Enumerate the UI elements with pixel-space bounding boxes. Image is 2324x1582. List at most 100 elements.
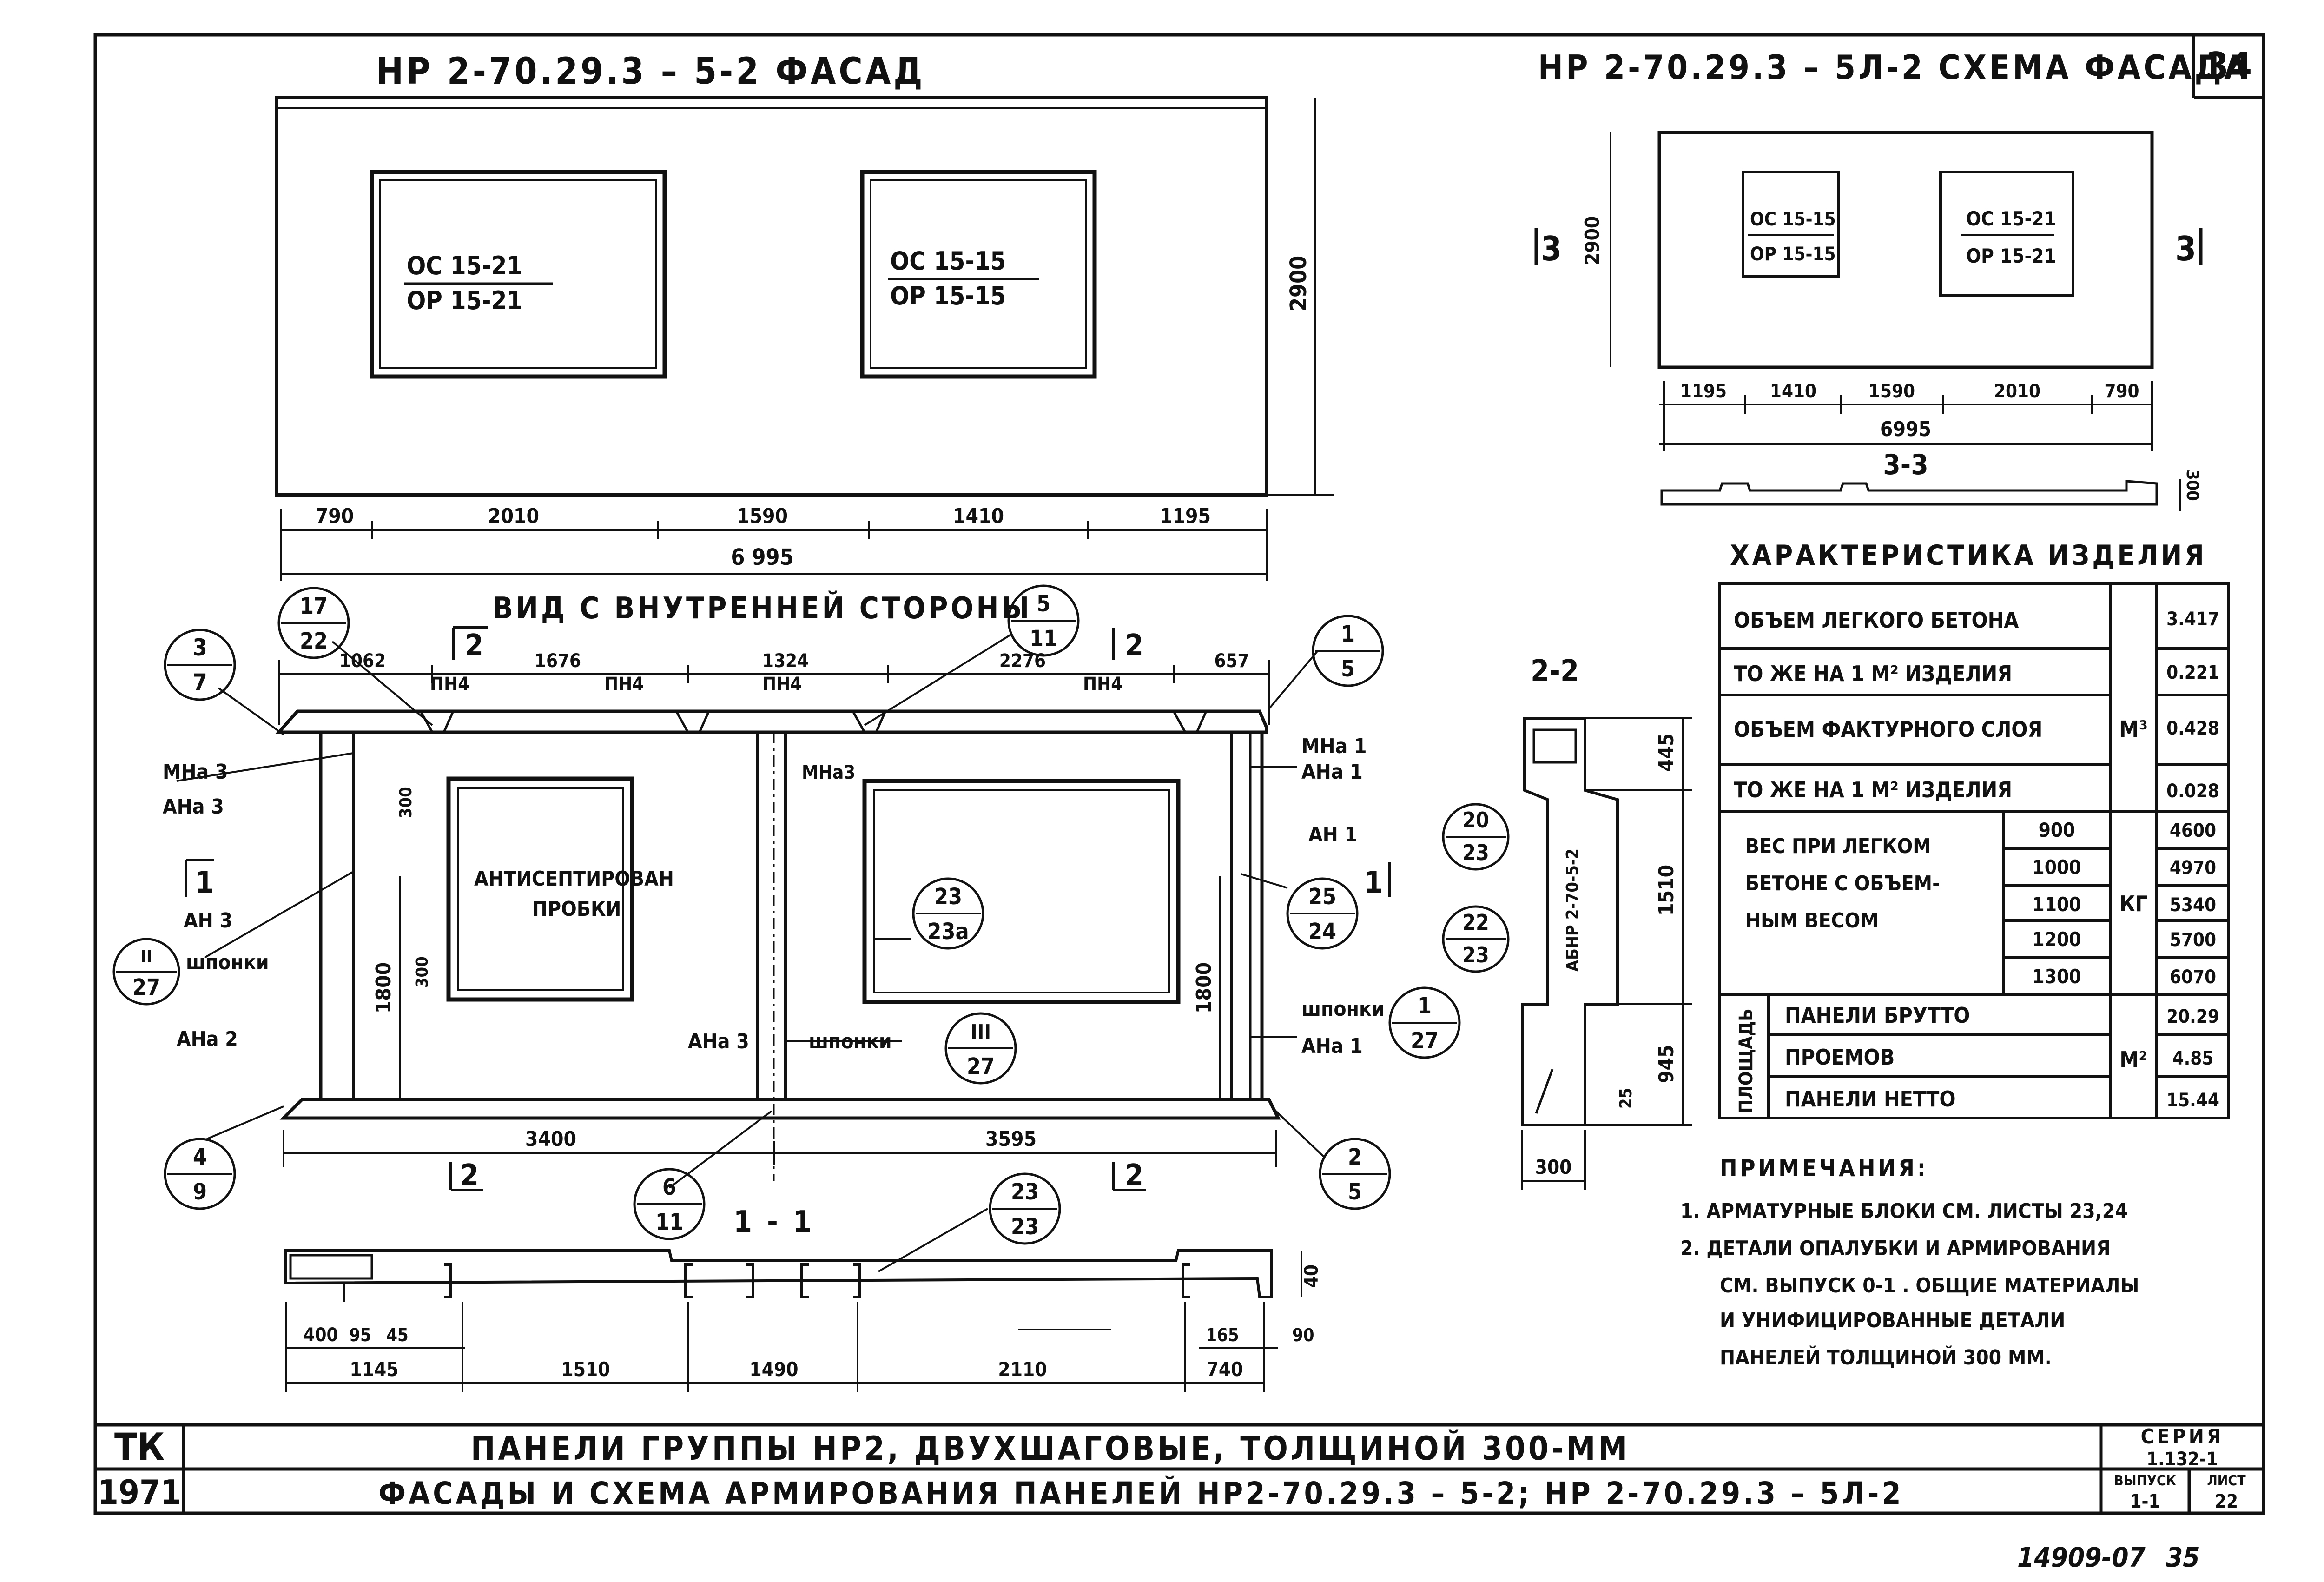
char-weight-900: 4600 xyxy=(2170,820,2216,841)
page-number: 34 xyxy=(2205,45,2252,88)
section-22-title: 2-2 xyxy=(1531,654,1579,688)
callout-6-11: 6 11 xyxy=(633,1168,706,1240)
section-11-bdim-5: 740 xyxy=(1207,1358,1243,1381)
inner-section-mark-2-top-left: 2 xyxy=(465,629,483,663)
label-ana3: АНа 3 xyxy=(163,795,224,819)
handwritten-page: 35 xyxy=(2166,1542,2200,1573)
svg-text:22: 22 xyxy=(300,628,328,654)
label-mna3: МНа 3 xyxy=(163,760,228,784)
facade-dim-1: 790 xyxy=(316,504,354,528)
char-weight-1200: 5700 xyxy=(2170,929,2216,951)
facade-total: 6 995 xyxy=(731,544,793,570)
svg-text:3: 3 xyxy=(192,634,207,661)
section-11-dim-165: 165 xyxy=(1206,1325,1239,1345)
section-11-title: 1 - 1 xyxy=(733,1205,814,1239)
title-block xyxy=(95,1423,2264,1513)
sheet-value: 22 xyxy=(2215,1491,2238,1512)
svg-text:9: 9 xyxy=(193,1179,207,1205)
svg-text:23: 23 xyxy=(1011,1214,1039,1240)
inner-view-title: ВИД С ВНУТРЕННЕЙ СТОРОНЫ xyxy=(493,590,1032,626)
char-weight-label-2: БЕТОНЕ С ОБЪЕМ- xyxy=(1745,872,1940,895)
title-block-line-2: ФАСАДЫ И СХЕМА АРМИРОВАНИЯ ПАНЕЛЕЙ НР2-7… xyxy=(378,1475,1903,1511)
label-shponki-mid: шпонки xyxy=(809,1030,892,1053)
callout-20-23: 20 23 xyxy=(1442,803,1510,871)
inner-small-dim-bottom: 300 xyxy=(413,956,432,988)
char-unit-weight: КГ xyxy=(2119,891,2147,916)
note-2-line-3: И УНИФИЦИРОВАННЫЕ ДЕТАЛИ xyxy=(1720,1309,2065,1332)
issue-label: ВЫПУСК xyxy=(2114,1473,2176,1489)
section-11-bdim-1: 1145 xyxy=(350,1358,398,1381)
char-row-1-label: ОБЪЕМ ЛЕГКОГО БЕТОНА xyxy=(1734,608,2019,633)
section-11-bdim-4: 2110 xyxy=(998,1358,1047,1381)
section-22-block-label: АБНР 2-70-5-2 xyxy=(1563,848,1582,972)
scheme-thickness: 300 xyxy=(2183,470,2202,501)
section-11-profile xyxy=(284,1249,1273,1298)
char-area-label: ПЛОЩАДЬ xyxy=(1736,1008,1757,1113)
svg-text:5: 5 xyxy=(1037,591,1050,617)
callout-23-23: 23 23 xyxy=(989,1172,1061,1245)
svg-text:20: 20 xyxy=(1462,808,1489,833)
char-area-gross-label: ПАНЕЛИ БРУТТО xyxy=(1785,1003,1970,1028)
svg-text:27: 27 xyxy=(1411,1028,1439,1054)
section-22-dim-945: 945 xyxy=(1655,1045,1678,1083)
callout-4-9: 4 9 xyxy=(164,1138,236,1210)
char-area-openings-label: ПРОЕМОВ xyxy=(1785,1045,1895,1070)
char-row-3-label: ОБЪЕМ ФАКТУРНОГО СЛОЯ xyxy=(1734,717,2042,742)
svg-text:23: 23 xyxy=(1462,942,1489,967)
svg-text:23: 23 xyxy=(934,884,962,910)
svg-text:II: II xyxy=(141,947,152,966)
section-11-bdim-2: 1510 xyxy=(561,1358,610,1381)
svg-text:7: 7 xyxy=(192,669,207,696)
label-mna3-mid: МНа3 xyxy=(802,762,855,783)
svg-text:11: 11 xyxy=(655,1209,683,1235)
inner-top-rib xyxy=(275,709,1268,734)
scheme-section-33: 3-3 xyxy=(1883,449,1928,481)
facade-window-right-label-1: ОС 15-15 xyxy=(890,246,1006,276)
callout-1-5: 1 5 xyxy=(1312,615,1384,687)
char-density-1300: 1300 xyxy=(2032,965,2081,988)
svg-text:22: 22 xyxy=(1462,910,1489,935)
callout-5-11: 5 11 xyxy=(1007,584,1080,657)
inner-height-left: 1800 xyxy=(372,962,396,1013)
inner-section-mark-1-left: 1 xyxy=(195,866,214,900)
scheme-dim-5: 790 xyxy=(2104,381,2139,402)
svg-text:17: 17 xyxy=(300,593,328,619)
inner-height-right: 1800 xyxy=(1192,962,1216,1013)
scheme-panel xyxy=(1657,131,2154,369)
inner-window-right xyxy=(862,779,1181,1004)
inner-section-mark-2-bottom-right: 2 xyxy=(1125,1158,1143,1193)
series-label: СЕРИЯ xyxy=(2141,1425,2224,1449)
char-row-2-label: ТО ЖЕ НА 1 М² ИЗДЕЛИЯ xyxy=(1734,661,2012,686)
facade-dim-4: 1410 xyxy=(953,504,1004,528)
section-22-dim-25: 25 xyxy=(1617,1088,1636,1109)
char-area-openings-value: 4.85 xyxy=(2172,1048,2214,1069)
scheme-dim-2: 1410 xyxy=(1770,381,1816,402)
svg-text:III: III xyxy=(971,1020,991,1044)
char-unit-volume: М³ xyxy=(2119,716,2148,742)
characteristics-title: ХАРАКТЕРИСТИКА ИЗДЕЛИЯ xyxy=(1730,539,2207,572)
label-ana1: АНа 1 xyxy=(1301,760,1363,784)
inner-bottom-dim-left: 3400 xyxy=(525,1127,576,1151)
char-area-net-label: ПАНЕЛИ НЕТТО xyxy=(1785,1086,1956,1112)
callout-III-27: III 27 xyxy=(944,1012,1017,1085)
scheme-dim-3: 1590 xyxy=(1868,381,1915,402)
section-11-dim-95: 95 xyxy=(349,1325,371,1345)
char-density-1000: 1000 xyxy=(2032,856,2081,879)
notes-title: ПРИМЕЧАНИЯ: xyxy=(1720,1155,1928,1182)
svg-text:5: 5 xyxy=(1348,1179,1362,1205)
facade-window-left-label-1: ОС 15-21 xyxy=(407,251,522,280)
callout-23-23a: 23 23а xyxy=(912,877,984,950)
pn4-label-2: ПН4 xyxy=(604,674,644,695)
pn4-label-1: ПН4 xyxy=(430,674,469,695)
facade-window-right-label-2: ОР 15-15 xyxy=(890,281,1006,311)
svg-text:1: 1 xyxy=(1418,993,1432,1019)
antiseptic-label: АНТИСЕПТИРОВАН xyxy=(474,867,674,891)
scheme-window-right-label-1: ОС 15-21 xyxy=(1966,207,2056,230)
svg-text:1: 1 xyxy=(1341,621,1355,647)
scheme-window-left-label-2: ОР 15-15 xyxy=(1750,244,1836,265)
svg-text:2: 2 xyxy=(1348,1144,1362,1170)
inner-section-mark-2-bottom-left: 2 xyxy=(460,1158,479,1193)
plugs-label: ПРОБКИ xyxy=(532,897,621,921)
section-11-side-dim: 40 xyxy=(1301,1264,1322,1288)
scheme-section-mark-left: 3 xyxy=(1541,229,1562,268)
